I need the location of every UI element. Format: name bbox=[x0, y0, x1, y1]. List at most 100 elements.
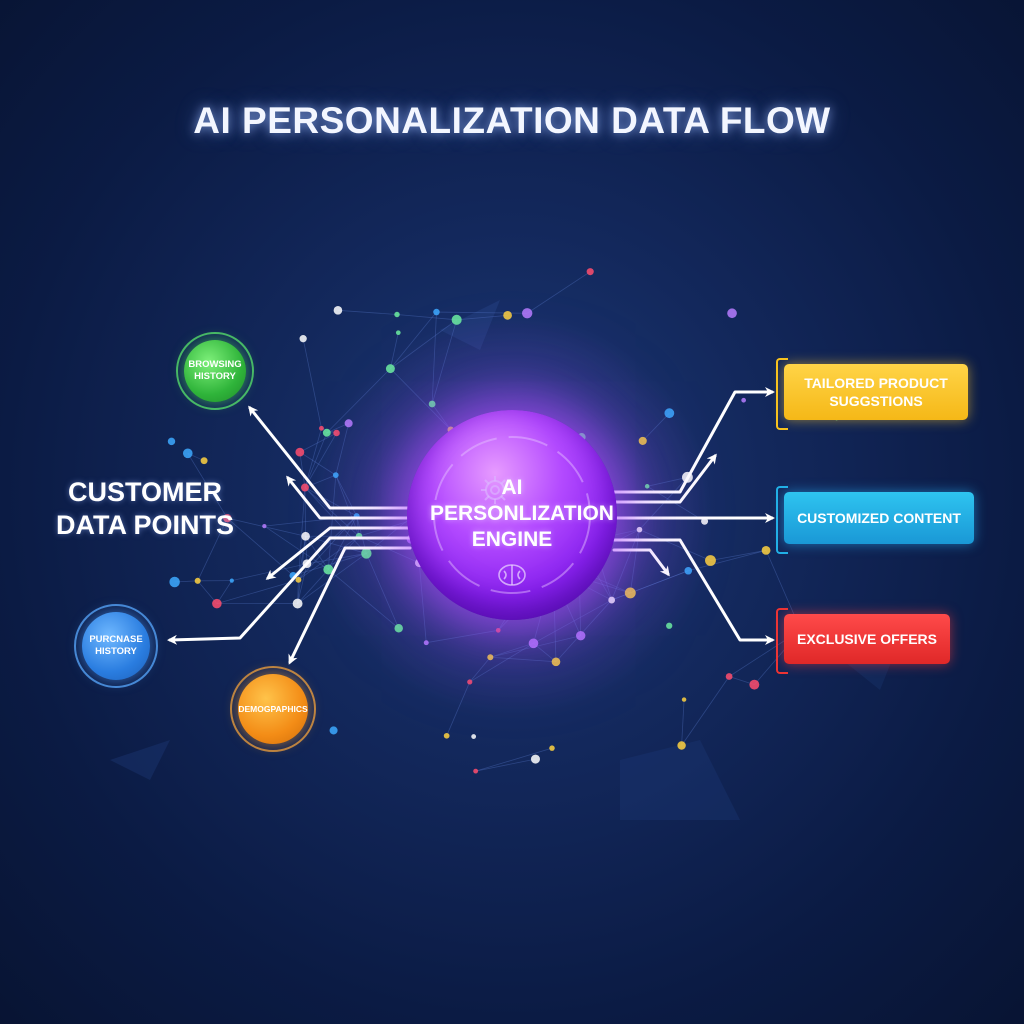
exclusive-offers-box: EXCLUSIVE OFFERS bbox=[784, 614, 950, 664]
arrow-to-demographics bbox=[288, 546, 412, 665]
network-link bbox=[304, 428, 322, 488]
network-dot bbox=[503, 310, 512, 320]
network-dot bbox=[443, 732, 450, 739]
network-dot bbox=[684, 566, 693, 575]
network-link bbox=[390, 368, 451, 430]
network-link bbox=[390, 311, 437, 369]
network-dot bbox=[451, 314, 462, 325]
network-link bbox=[298, 535, 360, 581]
network-link bbox=[297, 569, 329, 604]
network-link bbox=[304, 487, 367, 554]
network-link bbox=[681, 699, 685, 746]
network-link bbox=[456, 314, 508, 321]
network-dot bbox=[638, 436, 647, 445]
demographics-label: DEMOGPAPHICS bbox=[238, 704, 308, 714]
network-link bbox=[630, 570, 689, 594]
network-link bbox=[681, 676, 730, 746]
arrow-to-tailored-2 bbox=[612, 453, 717, 504]
network-dot bbox=[423, 640, 429, 646]
network-link bbox=[335, 423, 350, 476]
demographics-node: DEMOGPAPHICS bbox=[238, 674, 308, 744]
network-link bbox=[490, 656, 556, 663]
network-dot bbox=[329, 726, 338, 735]
network-link bbox=[327, 475, 337, 570]
exclusive-bracket bbox=[776, 608, 788, 674]
network-dot bbox=[586, 268, 594, 276]
network-dot bbox=[528, 638, 539, 649]
engine-label-line3: ENGINE bbox=[471, 528, 553, 551]
network-link bbox=[431, 319, 458, 405]
network-dot bbox=[167, 437, 176, 446]
network-dot bbox=[467, 679, 473, 685]
arrow-to-exclusive-2 bbox=[612, 548, 670, 577]
network-dot bbox=[522, 308, 533, 319]
network-link bbox=[298, 487, 306, 580]
network-dot bbox=[395, 330, 401, 336]
network-link bbox=[299, 452, 306, 488]
purchase-history-line2: HISTORY bbox=[95, 646, 137, 657]
network-link bbox=[335, 474, 360, 537]
network-link bbox=[533, 599, 612, 644]
network-link bbox=[526, 271, 591, 314]
network-dot bbox=[223, 513, 232, 523]
network-link bbox=[396, 314, 457, 321]
network-dot bbox=[394, 311, 400, 318]
network-dot bbox=[471, 734, 477, 739]
network-dot bbox=[212, 598, 222, 609]
network-link bbox=[431, 312, 437, 405]
diagram-title: AI PERSONALIZATION DATA FLOW bbox=[193, 100, 831, 141]
browsing-history-node: BROWSING HISTORY bbox=[184, 340, 246, 402]
network-link bbox=[305, 536, 308, 564]
brain-icon bbox=[498, 564, 526, 586]
network-link bbox=[639, 529, 711, 561]
network-dot bbox=[428, 400, 436, 408]
network-dot bbox=[394, 624, 403, 633]
network-link bbox=[710, 549, 767, 561]
network-link bbox=[436, 311, 528, 314]
network-dot bbox=[681, 697, 687, 702]
network-dot bbox=[705, 555, 716, 566]
ai-engine-label: AI PERSONLIZATION ENGINE bbox=[430, 475, 614, 553]
engine-label-line1: AI bbox=[501, 476, 523, 499]
tailored-line1: TAILORED PRODUCT bbox=[804, 375, 948, 391]
output-arrows bbox=[612, 387, 775, 645]
network-dot bbox=[487, 654, 494, 661]
network-dot bbox=[319, 425, 324, 431]
tailored-bracket bbox=[776, 358, 788, 430]
network-dot bbox=[727, 308, 737, 319]
network-dot bbox=[761, 545, 771, 555]
network-dot bbox=[549, 745, 555, 751]
network-dot bbox=[749, 679, 760, 690]
network-dot bbox=[608, 596, 616, 604]
network-dot bbox=[322, 428, 331, 437]
network-link bbox=[304, 432, 328, 488]
network-link bbox=[647, 476, 688, 487]
network-dot bbox=[194, 577, 201, 584]
network-dot bbox=[169, 576, 180, 588]
network-link bbox=[446, 681, 471, 736]
network-link bbox=[475, 747, 553, 772]
network-dot bbox=[741, 397, 746, 403]
network-link bbox=[337, 309, 398, 315]
network-link bbox=[366, 553, 400, 629]
network-dot bbox=[624, 587, 636, 599]
network-dot bbox=[701, 517, 709, 525]
tailored-product-suggestions-box: TAILORED PRODUCT SUGGSTIONS bbox=[784, 364, 968, 420]
network-link bbox=[418, 562, 427, 643]
customer-data-points-label: CUSTOMER DATA POINTS bbox=[50, 476, 240, 542]
network-link bbox=[327, 515, 358, 570]
network-link bbox=[426, 629, 499, 644]
network-link bbox=[642, 412, 670, 442]
input-arrows bbox=[167, 405, 412, 665]
bg-shape bbox=[110, 740, 170, 780]
network-link bbox=[227, 517, 306, 537]
network-dot bbox=[182, 448, 193, 459]
network-link bbox=[299, 451, 336, 476]
purchase-history-line1: PURCNASE bbox=[89, 634, 143, 645]
network-link bbox=[555, 599, 612, 663]
network-dot bbox=[299, 335, 307, 343]
network-dot bbox=[361, 548, 372, 559]
network-link bbox=[197, 580, 218, 604]
arrow-to-exclusive bbox=[612, 538, 775, 645]
network-dot bbox=[344, 419, 353, 428]
